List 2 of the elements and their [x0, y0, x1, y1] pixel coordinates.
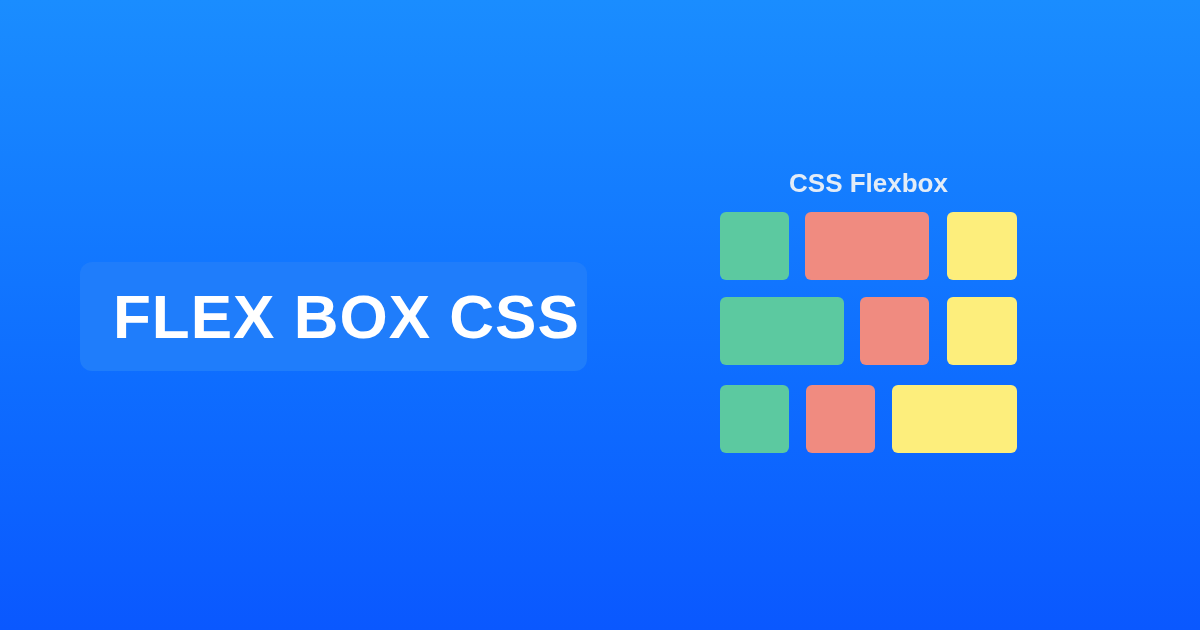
flexbox-heading: CSS Flexbox — [788, 168, 949, 199]
title-text: FLEX BOX CSS — [113, 281, 580, 352]
